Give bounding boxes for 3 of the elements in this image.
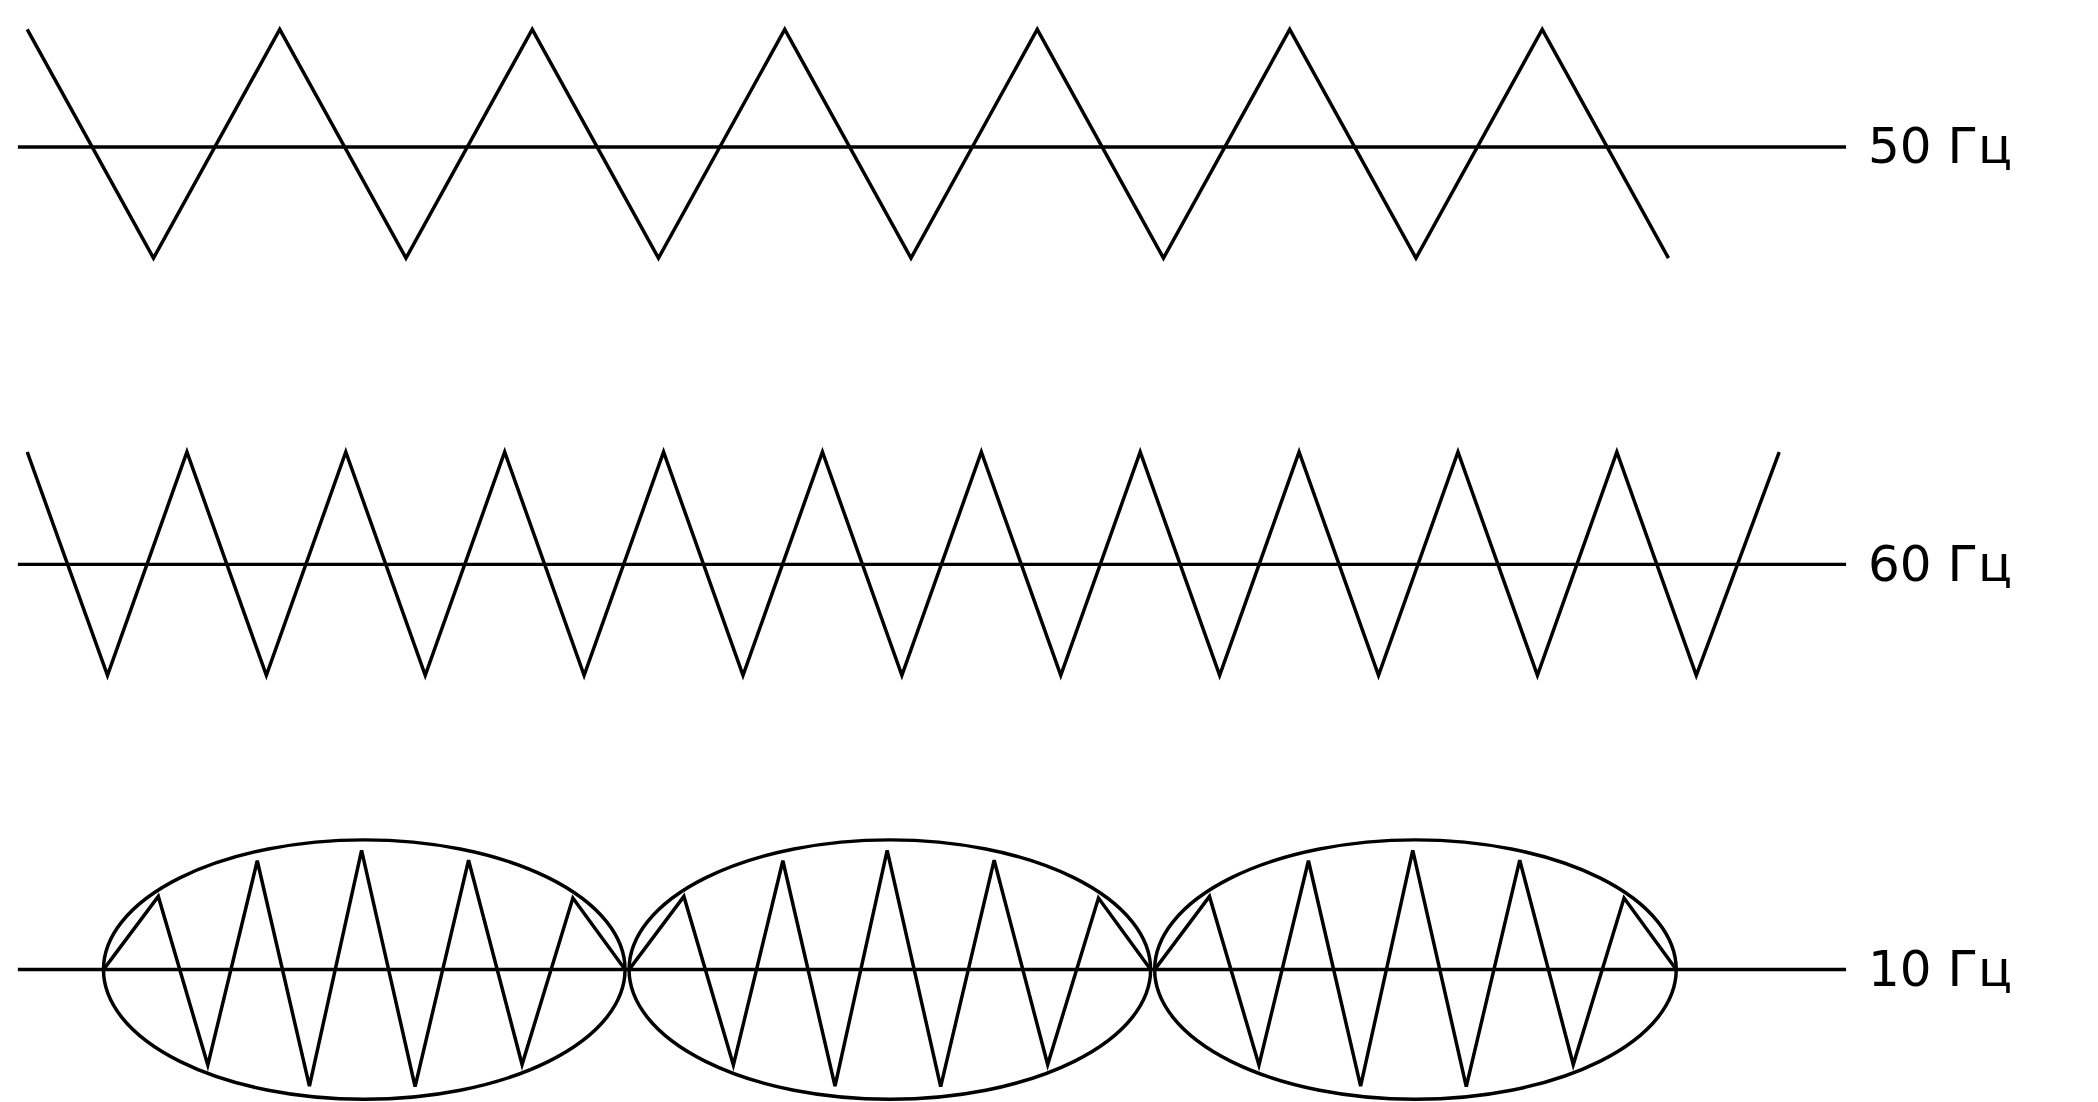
frequency-label: 10 Гц — [1868, 944, 2013, 994]
frequency-label: 50 Гц — [1868, 121, 2013, 171]
frequency-label: 60 Гц — [1868, 539, 2013, 589]
